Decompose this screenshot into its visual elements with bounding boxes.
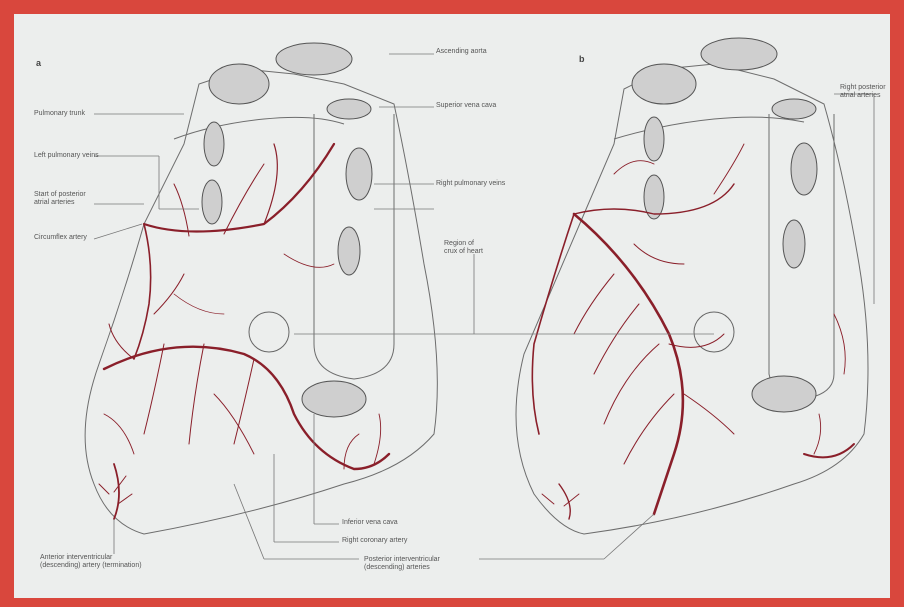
label-start-posterior-atrial: Start of posterior atrial arteries	[34, 191, 86, 207]
panel-b-letter: b	[579, 54, 585, 64]
label-ascending-aorta: Ascending aorta	[436, 48, 487, 56]
label-right-pulmonary-veins: Right pulmonary veins	[436, 180, 505, 188]
left-pulmonary-vein-lower	[202, 180, 222, 224]
label-pulmonary-trunk: Pulmonary trunk	[34, 110, 85, 118]
label-posterior-interventricular: Posterior interventricular (descending) …	[364, 556, 440, 572]
panel-b-arteries	[532, 144, 854, 519]
label-superior-vena-cava: Superior vena cava	[436, 102, 496, 110]
label-right-coronary-artery: Right coronary artery	[342, 537, 407, 545]
crux-circle-b	[694, 312, 734, 352]
label-anterior-interventricular: Anterior interventricular (descending) a…	[40, 554, 142, 570]
ivc-opening	[302, 381, 366, 417]
left-pulmonary-vein-upper	[204, 122, 224, 166]
panel-a-letter: a	[36, 58, 41, 68]
aorta-opening	[209, 64, 269, 104]
figure-paper: a b Ascending aorta Superior vena cava P…	[14, 14, 890, 598]
right-pulmonary-vein-lower	[338, 227, 360, 275]
panel-b-vessels	[632, 38, 817, 412]
right-pulmonary-vein-upper	[346, 148, 372, 200]
svc-opening	[276, 43, 352, 75]
label-left-pulmonary-veins: Left pulmonary veins	[34, 152, 99, 160]
panel-b-heart-outline	[516, 64, 868, 534]
label-inferior-vena-cava: Inferior vena cava	[342, 519, 398, 527]
panel-a-heart-outline	[85, 69, 437, 534]
label-right-posterior-atrial: Right posterior atrial arteries	[840, 84, 886, 100]
crux-circle-a	[249, 312, 289, 352]
panel-a-arteries	[99, 144, 389, 519]
label-region-crux: Region of crux of heart	[444, 240, 483, 256]
label-circumflex-artery: Circumflex artery	[34, 234, 87, 242]
